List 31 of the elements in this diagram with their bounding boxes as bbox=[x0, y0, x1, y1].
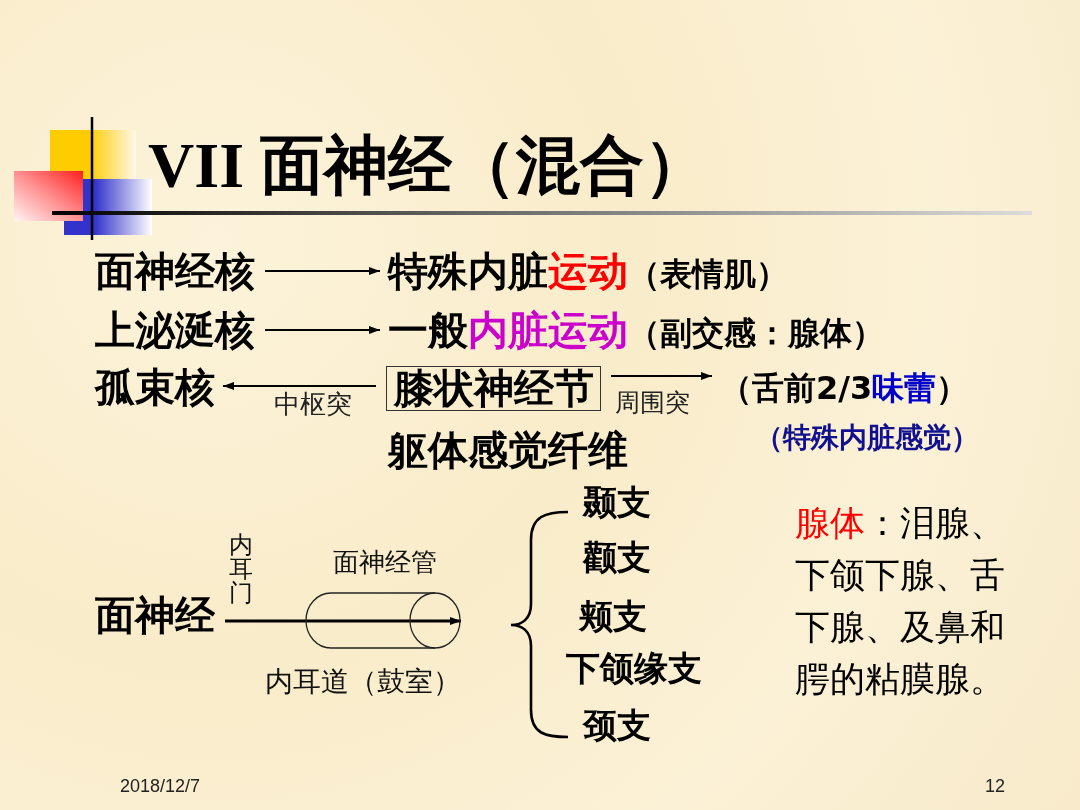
arrow bbox=[610, 372, 713, 380]
arrow bbox=[264, 326, 381, 334]
branch-label: 颞支 bbox=[583, 483, 651, 522]
branch-label: 颊支 bbox=[579, 597, 647, 636]
term-text: 特殊内脏运动 bbox=[388, 248, 628, 294]
term-text: 面神经核 bbox=[95, 248, 255, 294]
term-text: 一般内脏运动 bbox=[388, 307, 628, 353]
note-text: （副交感：腺体） bbox=[628, 314, 884, 352]
note-text: （特殊内脏感觉） bbox=[755, 422, 979, 454]
note-text: （舌前2/3味蕾） bbox=[720, 370, 969, 407]
boxed-term: 膝状神经节 bbox=[386, 366, 601, 411]
term-text: 面神经 bbox=[95, 592, 215, 638]
note-paragraph: 腺体：泪腺、下颌下腺、舌下腺、及鼻和腭的粘膜腺。 bbox=[795, 502, 1006, 701]
page-number: 12 bbox=[985, 776, 1006, 797]
date-text: 2018/12/7 bbox=[120, 776, 201, 797]
arrow bbox=[264, 267, 381, 275]
term-text: 躯体感觉纤维 bbox=[388, 427, 628, 473]
vertical-text: 内耳门 bbox=[229, 533, 253, 605]
arrow bbox=[222, 382, 377, 390]
caption-text: 面神经管 bbox=[332, 547, 438, 577]
arrow bbox=[225, 617, 461, 625]
branch-label: 颧支 bbox=[583, 538, 651, 577]
term-text: 上泌涎核 bbox=[95, 307, 255, 353]
branch-label: 下颌缘支 bbox=[566, 649, 702, 688]
term-text: 孤束核 bbox=[95, 364, 215, 410]
caption-text: 内耳道（鼓室） bbox=[265, 666, 461, 698]
edge-label: 周围突 bbox=[615, 388, 690, 417]
edge-label: 中枢突 bbox=[274, 389, 352, 419]
slide-title: VII 面神经（混合） bbox=[148, 131, 709, 201]
branch-label: 颈支 bbox=[583, 706, 651, 745]
note-text: （表情肌） bbox=[628, 255, 788, 293]
